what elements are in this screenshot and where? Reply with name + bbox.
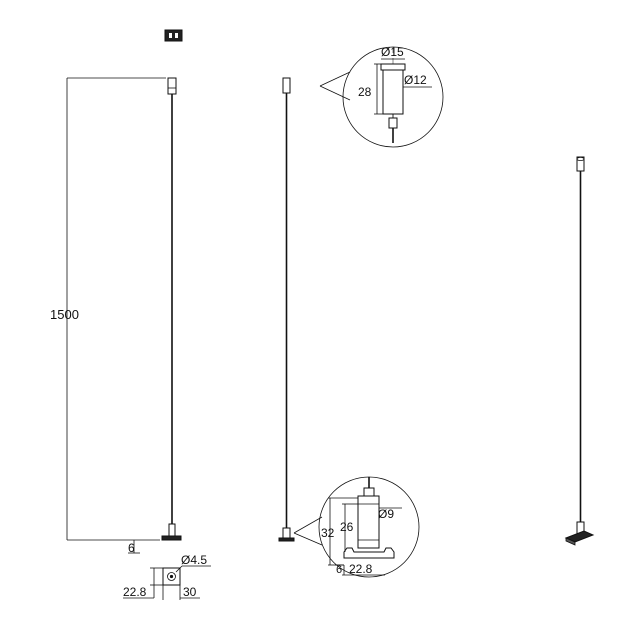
- length-dim-label: 1500: [50, 307, 79, 322]
- cable-dim-label: Ø9: [378, 507, 394, 521]
- base-depth-label: 22.8: [123, 585, 147, 599]
- fitting-total-dim-label: 32: [321, 526, 335, 540]
- view-perspective: [564, 156, 595, 546]
- base-width-label: 30: [183, 585, 197, 599]
- top-cap-detail: Ø15 28 Ø12: [342, 45, 444, 148]
- cap-inner-dim-label: Ø12: [404, 73, 427, 87]
- cap-outer-dim-label: Ø15: [381, 45, 404, 59]
- mounting-clip: [343, 547, 395, 559]
- top-view-icon: [164, 29, 183, 42]
- top-cap: [167, 77, 177, 95]
- clip-offset-mark: 6: [336, 564, 342, 576]
- cap-height-dim-label: 28: [358, 85, 372, 99]
- view-front-dimensioned: 1500 6 Ø4.5 22.8 30: [50, 77, 211, 600]
- bottom-fitting-detail: Ø9 32 26 22.8 6: [318, 476, 420, 578]
- clip-width-dim-label: 22.8: [349, 562, 373, 576]
- hole-dim-label: Ø4.5: [181, 553, 207, 567]
- base-plate: [161, 535, 182, 541]
- offset-dim-label: 6: [128, 541, 135, 555]
- view-front-detail: Ø15 28 Ø12 Ø9: [278, 45, 444, 578]
- fitting-body-dim-label: 26: [340, 520, 354, 534]
